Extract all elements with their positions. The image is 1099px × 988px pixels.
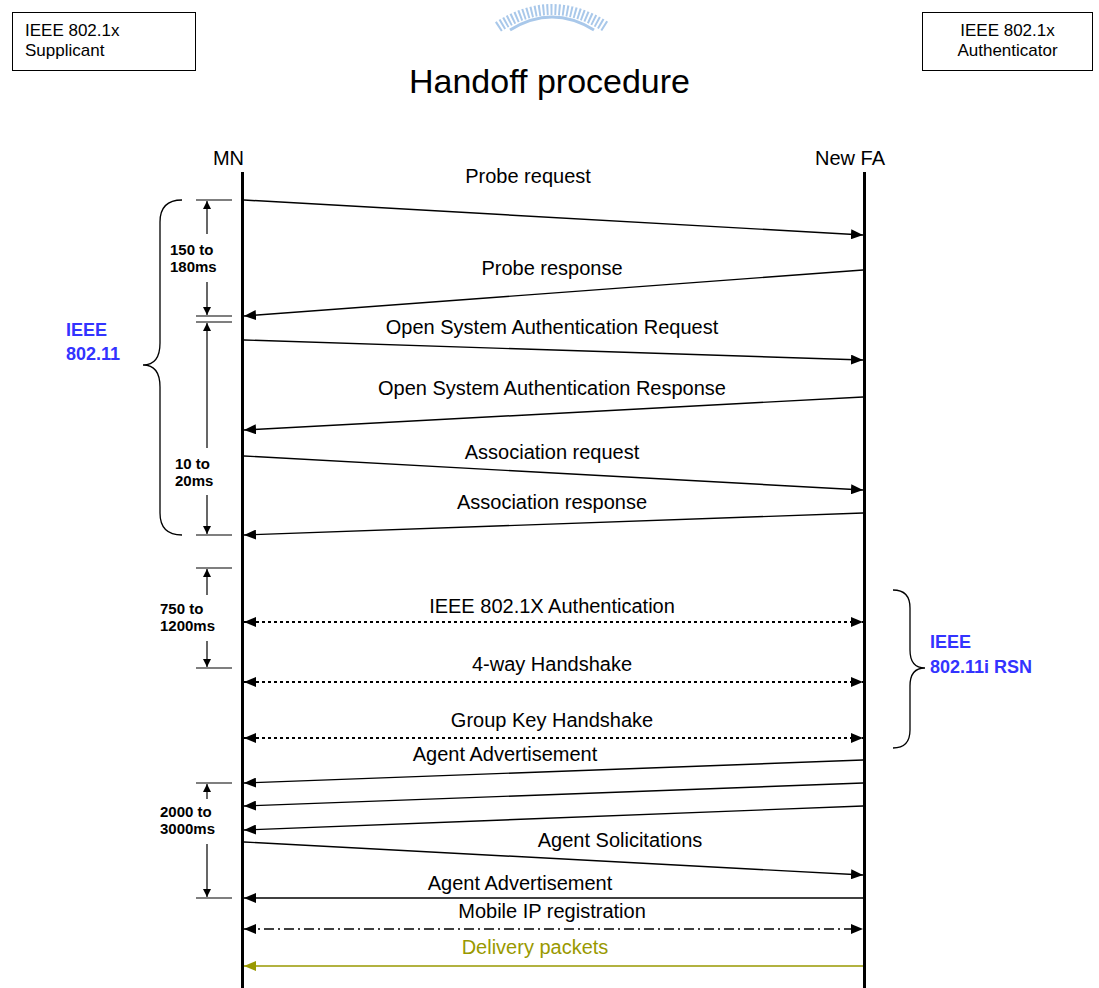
node-text: IEEE 802.1x Supplicant bbox=[25, 21, 121, 62]
message-label: Agent Advertisement bbox=[425, 872, 616, 894]
dimension-arrow bbox=[206, 323, 207, 448]
tick-line bbox=[196, 199, 232, 200]
dimension-arrow bbox=[206, 844, 207, 897]
lifeline: MN bbox=[241, 172, 244, 988]
node-text: IEEE 802.1x Authenticator bbox=[957, 21, 1058, 62]
curly-brace bbox=[893, 590, 925, 748]
node-text: MN bbox=[213, 147, 244, 169]
message-label: Association response bbox=[454, 491, 650, 513]
message-label: Agent Solicitations bbox=[535, 829, 706, 851]
message-arrow bbox=[244, 513, 863, 535]
timing-ticks bbox=[196, 200, 232, 898]
connector-group bbox=[244, 200, 863, 966]
message-arrow bbox=[244, 783, 863, 806]
message-arrow bbox=[244, 928, 863, 930]
dimension-arrow bbox=[206, 495, 207, 534]
timing-label: 750 to 1200ms bbox=[160, 600, 216, 635]
role-box: IEEE 802.1x Supplicant bbox=[12, 12, 196, 71]
timing-label: 10 to 20ms bbox=[175, 455, 214, 490]
node-text: New FA bbox=[815, 147, 885, 169]
protocol-label: IEEE 802.11 bbox=[66, 318, 121, 367]
role-box: IEEE 802.1x Authenticator bbox=[922, 12, 1093, 71]
message-label: Association request bbox=[462, 441, 643, 463]
message-arrow bbox=[244, 965, 863, 966]
timing-arrows bbox=[206, 201, 207, 897]
tick-line bbox=[196, 321, 232, 322]
message-label: Probe response bbox=[478, 257, 625, 279]
message-label: Mobile IP registration bbox=[455, 900, 649, 922]
dimension-arrow bbox=[206, 282, 207, 315]
message-label: Delivery packets bbox=[459, 936, 612, 958]
message-arrow bbox=[244, 897, 863, 898]
message-label: 4-way Handshake bbox=[469, 653, 635, 675]
tick-line bbox=[196, 782, 232, 783]
message-label: Open System Authentication Response bbox=[375, 377, 729, 399]
tick-line bbox=[196, 897, 232, 898]
message-label: IEEE 802.1X Authentication bbox=[426, 595, 678, 617]
message-arrow bbox=[244, 200, 863, 235]
timing-label: 150 to 180ms bbox=[170, 241, 218, 276]
message-label: Agent Advertisement bbox=[410, 743, 601, 765]
message-arrow bbox=[244, 681, 863, 683]
dimension-arrow bbox=[206, 201, 207, 234]
dimension-arrow bbox=[206, 569, 207, 595]
timing-label: 2000 to 3000ms bbox=[160, 803, 216, 838]
message-label: Probe request bbox=[462, 165, 594, 187]
tick-line bbox=[196, 667, 232, 668]
message-arrow bbox=[244, 806, 863, 830]
message-arrow bbox=[244, 621, 863, 623]
lifeline: New FA bbox=[863, 172, 866, 988]
message-label: Group Key Handshake bbox=[448, 709, 656, 731]
tick-line bbox=[196, 534, 232, 535]
diagram-title: Handoff procedure bbox=[0, 62, 1099, 101]
dimension-arrow bbox=[206, 641, 207, 667]
dimension-arrow bbox=[206, 784, 207, 799]
protocol-label: IEEE 802.11i RSN bbox=[930, 630, 1034, 680]
watermark-logo bbox=[498, 10, 606, 31]
message-arrow bbox=[244, 397, 863, 430]
logo-arch bbox=[510, 17, 594, 30]
message-arrow bbox=[244, 340, 863, 360]
message-arrow bbox=[244, 737, 863, 739]
tick-line bbox=[196, 567, 232, 568]
message-label: Open System Authentication Request bbox=[383, 316, 721, 338]
tick-line bbox=[196, 315, 232, 316]
